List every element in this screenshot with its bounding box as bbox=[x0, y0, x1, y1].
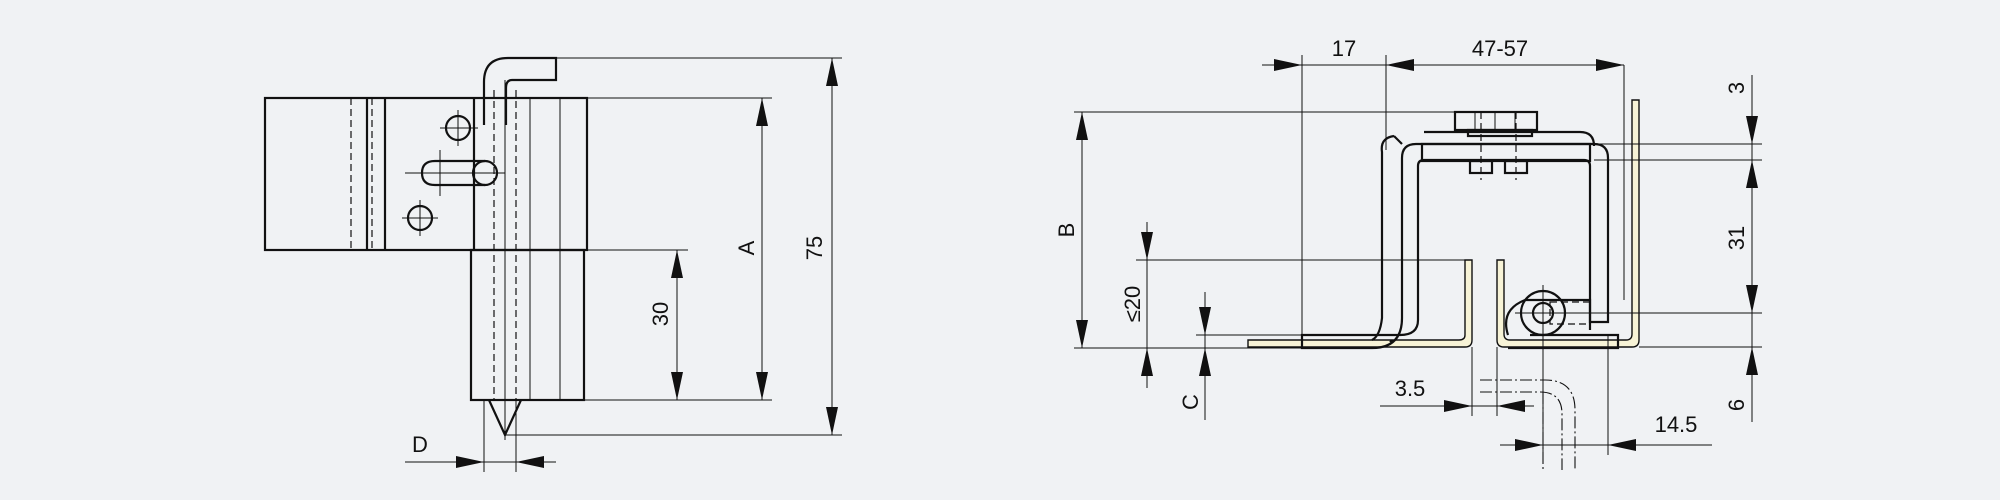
dim-31-label: 31 bbox=[1724, 226, 1749, 250]
dim-c: C bbox=[1178, 292, 1302, 420]
dim-3-label: 3 bbox=[1724, 82, 1749, 94]
dim-14-5-label: 14.5 bbox=[1655, 412, 1698, 437]
dim-75-label: 75 bbox=[802, 236, 827, 260]
right-view: 17 47-57 B ≤20 bbox=[1054, 36, 1762, 470]
dim-31: 31 bbox=[1724, 160, 1758, 313]
dim-30: 30 bbox=[584, 249, 688, 400]
screw-heads bbox=[1453, 110, 1539, 180]
dim-30-label: 30 bbox=[648, 302, 673, 326]
dim-6: 6 bbox=[1639, 313, 1762, 422]
hinge-bracket bbox=[1300, 142, 1610, 350]
dim-le20: ≤20 bbox=[1120, 222, 1465, 388]
hinge-leaf bbox=[263, 96, 589, 252]
dim-6-label: 6 bbox=[1724, 399, 1749, 411]
dim-3-5-label: 3.5 bbox=[1395, 376, 1426, 401]
dim-a: A bbox=[584, 97, 772, 401]
dim-3-5: 3.5 bbox=[1380, 347, 1534, 416]
dim-17: 17 bbox=[1262, 36, 1414, 335]
dim-le20-label: ≤20 bbox=[1120, 286, 1145, 323]
swing-path bbox=[1480, 379, 1576, 470]
dim-14-5: 14.5 bbox=[1500, 335, 1712, 455]
panel-right bbox=[1496, 99, 1640, 348]
hinge-knuckle bbox=[1504, 285, 1762, 460]
dim-b: B bbox=[1054, 111, 1455, 349]
dim-c-label: C bbox=[1178, 394, 1203, 410]
dim-d-label: D bbox=[412, 432, 428, 457]
dim-3: 3 bbox=[1537, 75, 1762, 200]
dim-47-57-label: 47-57 bbox=[1472, 36, 1528, 61]
dim-47-57: 47-57 bbox=[1386, 36, 1625, 300]
dim-b-label: B bbox=[1054, 223, 1079, 238]
dim-d: D bbox=[405, 400, 556, 472]
dim-a-label: A bbox=[734, 240, 759, 255]
left-view: 75 A 30 D bbox=[263, 56, 842, 472]
hinge-pin bbox=[482, 56, 558, 440]
dim-17-label: 17 bbox=[1332, 36, 1356, 61]
dim-75: 75 bbox=[505, 57, 842, 436]
mounting-holes bbox=[402, 110, 505, 236]
hinge-barrel bbox=[469, 248, 586, 402]
